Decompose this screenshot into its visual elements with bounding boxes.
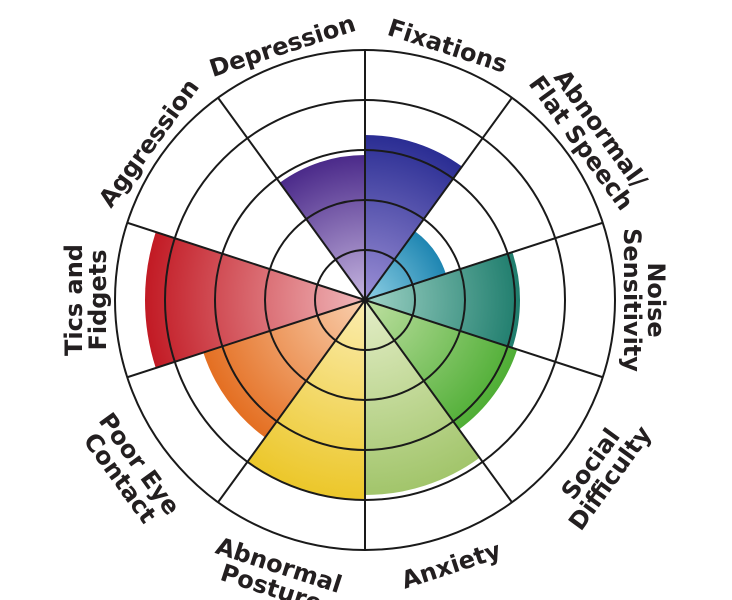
- grid-spoke: [126, 221, 366, 301]
- sector-poor-eye-contact: [203, 300, 365, 438]
- grid-spoke: [364, 299, 604, 379]
- sector-fixations: [365, 135, 462, 300]
- grid-spoke: [364, 221, 604, 301]
- grid-layer: [114, 49, 616, 551]
- sector-abnormal-posture: [247, 300, 365, 500]
- sector-noise-sensitivity: [365, 252, 520, 348]
- sector-tics-and-fidgets: [145, 232, 365, 368]
- label-tics-and-fidgets-line-1: Tics and: [60, 244, 88, 356]
- label-noise-sensitivity-line-1: Noise: [642, 262, 670, 337]
- label-tics-and-fidgets-line-2: Fidgets: [84, 249, 112, 350]
- label-depression: Depression: [206, 9, 359, 83]
- grid-spoke: [217, 97, 366, 301]
- label-aggression: Aggression: [93, 74, 205, 213]
- grid-spoke: [126, 299, 366, 379]
- grid-spoke: [217, 299, 366, 503]
- label-noise-sensitivity-line-2: Sensitivity: [618, 228, 646, 372]
- grid-spoke: [364, 299, 513, 503]
- grid-spoke: [364, 97, 513, 301]
- sector-abnormal-flat-speech: [365, 231, 446, 300]
- sector-depression: [279, 155, 365, 300]
- label-fixations: Fixations: [384, 14, 510, 79]
